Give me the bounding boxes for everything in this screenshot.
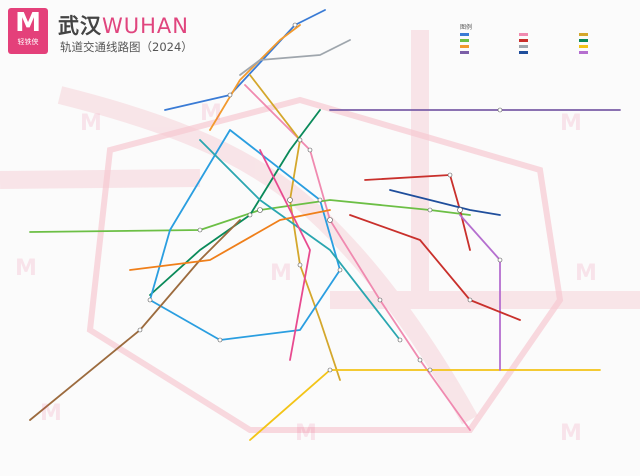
metro-lines — [29, 9, 621, 441]
line-airport-track — [29, 219, 241, 421]
logo-text: 轻铁侠 — [17, 38, 39, 46]
logo-mark: M — [15, 8, 41, 38]
legend: 图例 — [460, 22, 632, 96]
line-pink2-track — [259, 149, 311, 361]
line-11-track — [249, 369, 601, 441]
legend-item — [519, 33, 572, 36]
title-cn: 武汉 — [58, 14, 102, 38]
svg-text:M: M — [15, 256, 37, 281]
line-east-track — [349, 214, 521, 321]
ring-road — [86, 96, 564, 433]
legend-item — [460, 51, 513, 54]
legend-item — [460, 39, 513, 42]
line-8-track — [239, 39, 351, 76]
line-4-track — [29, 199, 471, 233]
legend-item — [519, 51, 572, 54]
svg-text:M: M — [80, 111, 102, 136]
svg-text:M: M — [560, 421, 582, 446]
legend-item — [578, 51, 632, 54]
legend-item — [578, 39, 632, 42]
svg-text:M: M — [295, 421, 317, 446]
line-19-track — [389, 189, 501, 216]
title-en: WUHAN — [102, 14, 190, 38]
stations — [137, 22, 503, 373]
svg-text:M: M — [575, 261, 597, 286]
legend-item — [578, 45, 632, 48]
map-title: 武汉WUHAN — [58, 10, 189, 40]
legend-grid — [460, 33, 632, 54]
svg-text:M: M — [560, 111, 582, 136]
svg-text:M: M — [200, 101, 222, 126]
legend-item — [519, 39, 572, 42]
legend-heading: 图例 — [460, 24, 473, 31]
legend-item — [578, 33, 632, 36]
svg-text:M: M — [40, 401, 62, 426]
line-5-track — [364, 174, 471, 251]
legend-item — [519, 45, 572, 48]
legend-item — [460, 33, 513, 36]
brand-logo: M 轻铁侠 — [8, 8, 48, 54]
watermarks: M M M M M M M M M — [15, 101, 597, 446]
line-orange2-track — [129, 209, 331, 271]
line-diag-track — [199, 139, 401, 341]
line-3-track — [249, 74, 341, 381]
svg-text:M: M — [270, 261, 292, 286]
legend-item — [460, 45, 513, 48]
map-subtitle: 轨道交通线路图（2024） — [60, 40, 193, 54]
